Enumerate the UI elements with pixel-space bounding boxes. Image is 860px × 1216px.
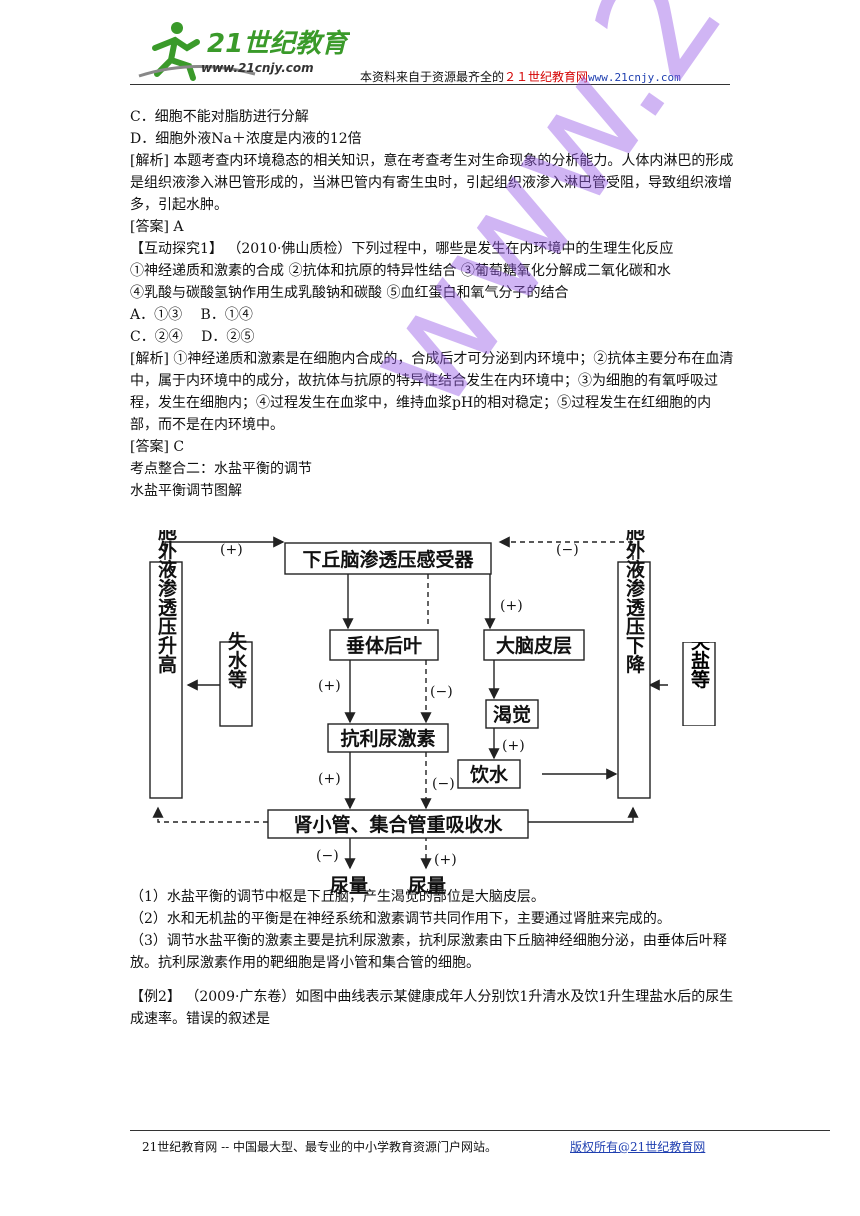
right-column-box [617,561,651,799]
section-title: 考点整合二：水盐平衡的调节 [130,461,312,477]
pituitary-label: 垂体后叶 [346,634,422,657]
adh-label: 抗利尿激素 [340,727,435,750]
answer-1: [答案] A [130,219,184,235]
salt-loss-frame [682,642,716,726]
urine-label-a: 尿量 [330,875,368,897]
cortex-label: 大脑皮层 [496,634,572,657]
drink-label: 饮水 [469,763,509,786]
sign-minus-urine: (−) [316,848,339,864]
options-ab: A．①③ B．①④ [130,307,253,323]
thirst-box [485,699,539,729]
footer-left-text: 21世纪教育网 -- 中国最大型、最专业的中小学教育资源门户网站。 [142,1140,498,1154]
analysis-2: [解析] ①神经递质和激素是在细胞内合成的，合成后才可分泌到内环境中；②抗体主要… [130,351,734,433]
thirst-label: 渴觉 [493,703,531,726]
footer-copyright-link[interactable]: 版权所有@21世纪教育网 [570,1140,706,1154]
tagline-prefix: 本资料来自于资源最齐全的 [360,70,505,84]
paragraph-gap [130,974,734,986]
runner-icon [138,22,256,81]
sign-plus-adh: (+) [318,771,341,787]
salt-loss-panel: 失盐等 [682,642,716,726]
note-2: （2）水和无机盐的平衡是在神经系统和激素调节共同作用下，主要通过肾脏来完成的。 [130,911,671,927]
water-loss-label: 失水等 [225,630,248,688]
note-1: （1）水盐平衡的调节中枢是下丘脑，产生渴觉的部位是大脑皮层。 [130,889,545,905]
water-loss-box [219,641,253,727]
sign-plus-pituitary: (+) [318,678,341,694]
right-column-label: 细胞外液渗透压下降 [623,530,645,674]
logo-title: 21世纪教育 [207,29,350,59]
kidney-box [267,809,529,839]
cortex-box [483,629,585,661]
sign-minus-adh: (−) [432,776,455,792]
options-cd: C．②④ D．②⑤ [130,329,255,345]
sign-plus-cortex: (+) [500,598,523,614]
tagline-brand[interactable]: ２１世纪教育网 [504,70,589,84]
urine-label-b: 尿量 [408,875,446,897]
sign-plus-urine: (+) [434,852,457,868]
tagline-url[interactable]: www.21cnjy.com [588,71,681,84]
diagram-caption: 水盐平衡调节图解 [130,483,242,499]
water-salt-balance-diagram: 下丘脑渗透压感受器 垂体后叶 大脑皮层 抗利尿激素 渴觉 饮水 肾小管、集合管重… [149,530,668,897]
arrow-right-to-hypothalamus [498,536,634,560]
drink-box [457,759,521,789]
logo-url: www.21cnjy.com [201,61,314,75]
left-column-label: 细胞外液渗透压升高 [155,530,177,674]
pituitary-box [329,629,439,661]
hypothalamus-label: 下丘脑渗透压感受器 [302,548,474,571]
sign-minus-top-right: (−) [556,542,579,558]
dash-kidney-to-left [152,806,268,823]
document-body: C．细胞不能对脂肪进行分解 D．细胞外液Na＋浓度是内液的12倍 [解析] 本题… [130,106,734,1030]
option-c: C．细胞不能对脂肪进行分解 [130,109,309,125]
option-d: D．细胞外液Na＋浓度是内液的12倍 [130,131,362,147]
question-items-2: ④乳酸与碳酸氢钠作用生成乳酸钠和碳酸 ⑤血红蛋白和氧气分子的结合 [130,285,569,301]
analysis-1: [解析] 本题考查内环境稳态的相关知识，意在考查考生对生命现象的分析能力。人体内… [130,153,734,213]
footer-divider [130,1130,830,1131]
arrow-kidney-to-right [528,806,639,823]
left-column-box [149,561,183,799]
note-3: （3）调节水盐平衡的激素主要是抗利尿激素，抗利尿激素由下丘脑神经细胞分泌，由垂体… [130,933,727,971]
salt-loss-label: 失盐等 [688,642,711,689]
hypothalamus-box [284,542,492,575]
sign-plus-top-left: (+) [220,542,243,558]
kidney-label: 肾小管、集合管重吸收水 [293,813,503,836]
question-items-1: ①神经递质和激素的合成 ②抗体和抗原的特异性结合 ③葡萄糖氧化分解成二氧化碳和水 [130,263,671,279]
example-2: 【例2】 （2009·广东卷）如图中曲线表示某健康成年人分别饮1升清水及饮1升生… [130,989,734,1027]
site-logo: 21世纪教育 www.21cnjy.com [138,22,350,81]
question-title: 【互动探究1】 （2010·佛山质检）下列过程中，哪些是发生在内环境中的生理生化… [130,241,674,257]
sign-minus-pituitary: (−) [430,684,453,700]
arrow-left-to-hypothalamus [164,536,285,560]
adh-box [327,723,449,753]
answer-2: [答案] C [130,439,185,455]
sign-plus-thirst: (+) [502,738,525,754]
header-tagline: 本资料来自于资源最齐全的２１世纪教育网www.21cnjy.com [360,68,681,85]
header-divider [130,84,730,85]
